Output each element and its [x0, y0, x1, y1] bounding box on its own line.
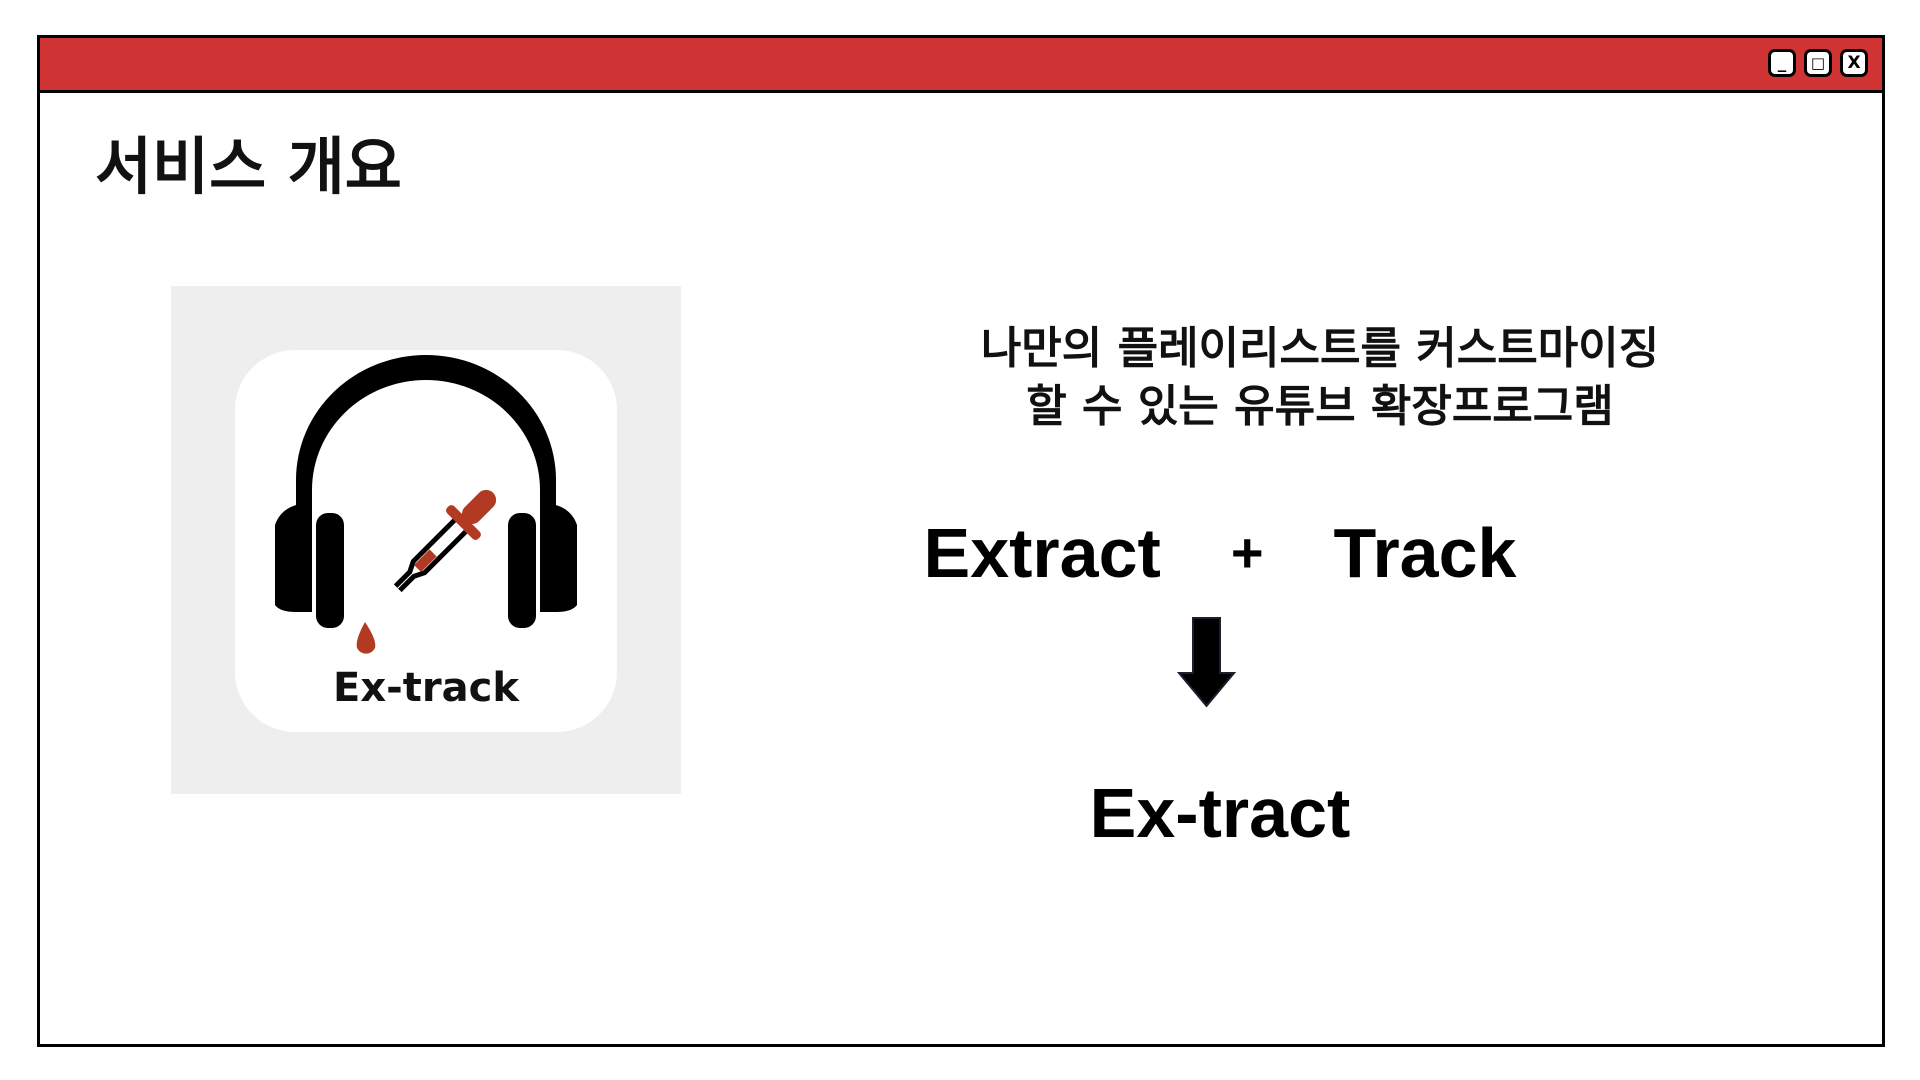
minimize-button[interactable]: _ — [1768, 49, 1796, 77]
restore-button[interactable]: □ — [1804, 49, 1832, 77]
title-bar: _ □ X — [40, 38, 1882, 93]
formula-operator: + — [1230, 521, 1264, 584]
logo-text: Ex-track — [333, 665, 519, 711]
result-name: Ex-tract — [1089, 774, 1351, 852]
formula-left: Extract — [923, 514, 1161, 592]
name-formula: Extract + Track — [840, 508, 1600, 598]
headphones-dropper-icon — [275, 355, 577, 654]
close-button[interactable]: X — [1840, 49, 1868, 77]
app-window: _ □ X 서비스 개요 Ex-track 나만의 — [37, 35, 1885, 1047]
service-description: 나만의 플레이리스트를 커스트마이징 할 수 있는 유튜브 확장프로그램 — [890, 320, 1750, 436]
description-line-2: 할 수 있는 유튜브 확장프로그램 — [1026, 381, 1614, 432]
app-logo: Ex-track — [235, 350, 617, 732]
formula-right: Track — [1333, 514, 1517, 592]
close-icon: X — [1847, 53, 1861, 73]
restore-icon: □ — [1810, 54, 1826, 72]
description-line-1: 나만의 플레이리스트를 커스트마이징 — [980, 323, 1660, 374]
logo-panel: Ex-track — [171, 286, 681, 794]
arrow-down-icon — [1177, 617, 1237, 708]
page-title: 서비스 개요 — [95, 130, 402, 203]
minimize-icon: _ — [1777, 53, 1787, 73]
